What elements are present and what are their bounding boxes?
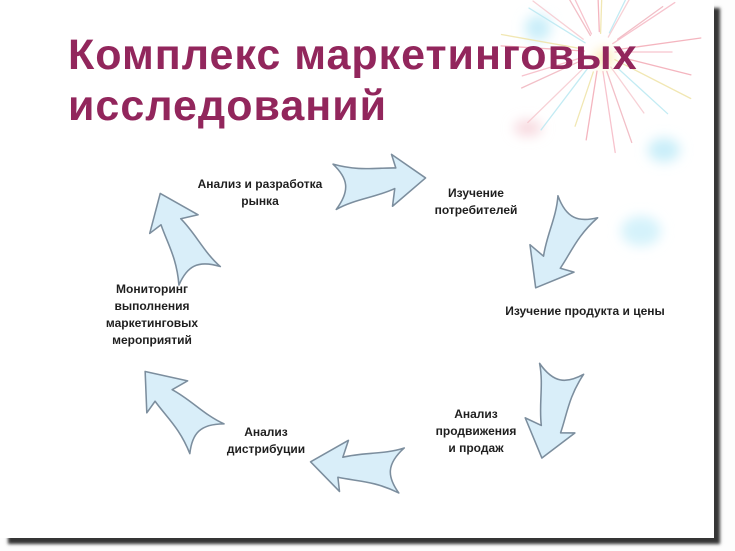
node-label-line: Анализ <box>244 425 288 439</box>
node-monitoring: Мониторинг выполнения маркетинговых меро… <box>106 281 198 349</box>
arrow-market-to-consumers <box>328 149 430 215</box>
glow-blob <box>648 138 680 162</box>
node-promotion-sales-analysis: Анализ продвижения и продаж <box>436 406 517 457</box>
slide-title-line2: исследований <box>68 82 388 130</box>
node-label-line: Мониторинг <box>116 282 188 296</box>
slide-title: Комплекс маркетинговых исследований <box>68 30 638 132</box>
node-label-line: Анализ <box>454 407 498 421</box>
node-label-line: рынка <box>241 194 279 208</box>
node-label-line: Изучение <box>448 186 504 200</box>
firework-ray <box>599 0 603 34</box>
node-label-line: потребителей <box>434 203 518 217</box>
node-label-line: выполнения <box>114 299 190 313</box>
slide-title-line1: Комплекс маркетинговых <box>68 31 638 79</box>
firework-ray <box>597 0 600 33</box>
glow-blob <box>621 216 661 246</box>
node-product-price-study: Изучение продукта и цены <box>505 303 665 320</box>
node-label-line: и продаж <box>448 441 504 455</box>
node-label-line: дистрибуции <box>226 442 306 456</box>
arrow-product-to-promotion <box>518 361 587 464</box>
node-consumer-study: Изучение потребителей <box>435 185 518 219</box>
arrow-consumers-to-product <box>513 193 602 301</box>
node-label-line: Анализ и разработка <box>197 177 323 191</box>
node-distribution-analysis: Анализ дистрибуции <box>227 424 305 458</box>
node-label-line: мероприятий <box>112 333 192 347</box>
arrow-distribution-to-monitoring <box>124 354 229 458</box>
firework-ray <box>608 0 627 34</box>
firework-ray <box>574 0 593 35</box>
presentation-slide: Комплекс маркетинговых исследований <box>68 0 702 496</box>
arrow-promotion-to-distribution <box>308 437 406 496</box>
node-label-line: маркетинговых <box>105 316 199 330</box>
node-market-analysis: Анализ и разработка рынка <box>198 176 323 210</box>
node-label-line: Изучение продукта и цены <box>505 304 665 318</box>
node-label-line: продвижения <box>435 424 517 438</box>
